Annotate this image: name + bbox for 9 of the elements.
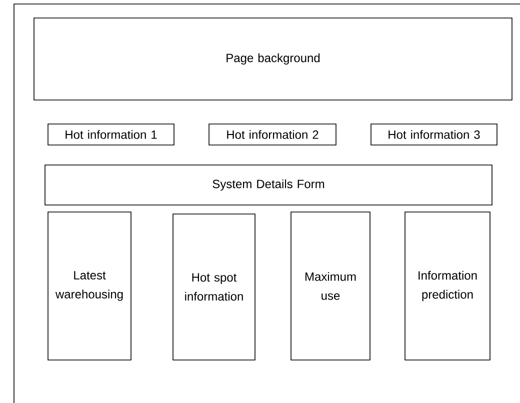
text-box: Maximum use	[290, 212, 370, 360]
text-box: System Details Form	[44, 164, 492, 206]
text-box: Information prediction	[404, 212, 490, 360]
text-box: Hot spot information	[172, 214, 256, 360]
text-box: Page background	[34, 18, 512, 100]
text-box: Hot information 1	[48, 124, 174, 146]
text-box: Hot information 2	[208, 124, 336, 146]
text-box: Latest warehousing	[48, 212, 132, 360]
text-box: Hot information 3	[370, 124, 498, 146]
